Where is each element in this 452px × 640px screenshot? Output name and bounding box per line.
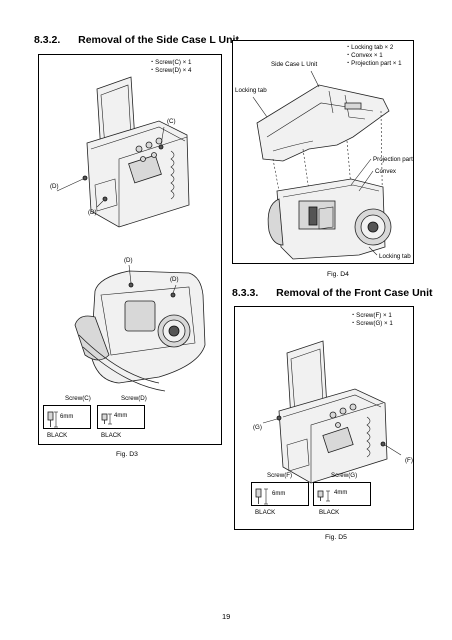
callout-label-g: (G) — [253, 424, 262, 431]
figure-d4-frame: ・Locking tab × 2 ・Convex × 1 ・Projection… — [232, 40, 414, 264]
figure-d5-frame: ・Screw(F) × 1 ・Screw(G) × 1 (G) (F) Scre… — [234, 306, 414, 530]
label-side-case-unit: Side Case L Unit — [271, 61, 318, 68]
note-line: ・Screw(D) × 4 — [149, 67, 192, 75]
page-number: 19 — [222, 612, 231, 621]
note-line: ・Screw(F) × 1 — [350, 312, 392, 319]
screw-f-symbol-box: 6mm — [251, 482, 309, 506]
screw-c-length: 6mm — [60, 414, 74, 420]
callout-label-f: (F) — [405, 457, 413, 464]
callout-label-d-left: (D) — [50, 183, 59, 190]
note-line: ・Projection part × 1 — [345, 60, 402, 68]
label-projection-part: Projection part — [373, 156, 413, 163]
figure-d5-notes: ・Screw(F) × 1 ・Screw(G) × 1 — [350, 312, 393, 328]
figure-d4-caption: Fig. D4 — [327, 271, 349, 278]
label-locking-tab-top: Locking tab — [235, 87, 267, 94]
callout-label-d-lower: (D) — [88, 209, 97, 216]
screw-d-color: BLACK — [101, 432, 122, 439]
section-number: 8.3.3. — [232, 287, 259, 299]
label-convex: Convex — [375, 168, 396, 175]
screw-g-color: BLACK — [319, 509, 340, 516]
screw-g-icon — [317, 490, 330, 502]
figure-d3-frame: ・Screw(C) × 1 ・Screw(D) × 4 — [38, 54, 222, 445]
callout-label-d-bottom-right: (D) — [170, 276, 179, 283]
section-title: Removal of the Side Case L Unit — [78, 34, 239, 46]
note-line: ・Locking tab × 2 — [345, 44, 394, 51]
label-locking-tab-bottom: Locking tab — [379, 253, 411, 260]
note-line: ・Convex × 1 — [345, 52, 383, 60]
figure-d3-notes: ・Screw(C) × 1 ・Screw(D) × 4 — [149, 59, 191, 75]
screw-c-symbol-box: 6mm — [43, 405, 91, 429]
screw-d-icon — [101, 413, 112, 425]
exploded-view-illustration — [252, 70, 392, 260]
callout-label-d-bottom-top: (D) — [124, 257, 133, 264]
screw-f-name: Screw(F) — [267, 472, 293, 479]
screw-g-symbol-box: 4mm — [313, 482, 371, 506]
screw-c-name: Screw(C) — [65, 395, 91, 402]
figure-d4-notes: ・Locking tab × 2 ・Convex × 1 ・Projection… — [345, 44, 402, 69]
camera-illustration-top — [56, 76, 206, 392]
figure-d3-caption: Fig. D3 — [116, 451, 138, 458]
screw-f-color: BLACK — [255, 509, 276, 516]
screw-c-icon — [47, 411, 58, 428]
section-heading-8-3-2: 8.3.2. Removal of the Side Case L Unit — [34, 34, 239, 46]
screw-f-icon — [255, 488, 268, 505]
figure-d5-caption: Fig. D5 — [325, 534, 347, 541]
screw-d-symbol-box: 4mm — [97, 405, 145, 429]
note-line: ・Screw(G) × 1 — [350, 320, 393, 328]
section-title: Removal of the Front Case Unit — [276, 287, 433, 299]
screw-g-name: Screw(G) — [331, 472, 358, 479]
screw-d-length: 4mm — [114, 413, 128, 419]
camera-illustration-front-case — [262, 340, 402, 484]
section-number: 8.3.2. — [34, 34, 61, 46]
screw-g-length: 4mm — [334, 490, 348, 496]
screw-d-name: Screw(D) — [121, 395, 147, 402]
screw-c-color: BLACK — [47, 432, 68, 439]
screw-f-length: 6mm — [272, 491, 286, 497]
note-line: ・Screw(C) × 1 — [149, 59, 192, 66]
callout-label-c: (C) — [167, 118, 176, 125]
section-heading-8-3-3: 8.3.3. Removal of the Front Case Unit — [232, 287, 432, 299]
